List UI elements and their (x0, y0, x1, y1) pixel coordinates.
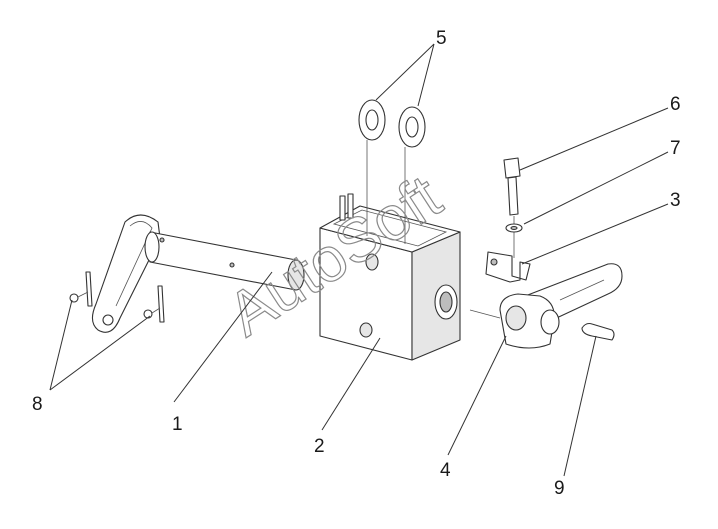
part-6-bolt (503, 157, 521, 258)
part-7-washer (505, 223, 523, 233)
part-3-bracket (485, 251, 531, 283)
callout-7: 7 (670, 138, 681, 159)
callout-4: 4 (440, 460, 451, 481)
callout-9: 9 (554, 478, 565, 499)
callout-6: 6 (670, 94, 681, 115)
part-1-lever-shaft (91, 214, 305, 333)
part-2-housing (319, 193, 461, 361)
part-4-clamp-lever (469, 263, 623, 349)
part-9-key (581, 322, 615, 341)
callout-1: 1 (172, 414, 183, 435)
part-8-split-pins (69, 271, 165, 323)
part-5-washers (358, 99, 426, 244)
callout-5: 5 (436, 28, 447, 49)
callout-3: 3 (670, 190, 681, 211)
callout-2: 2 (314, 436, 325, 457)
callout-8: 8 (32, 394, 43, 415)
leader-lines (49, 43, 669, 477)
